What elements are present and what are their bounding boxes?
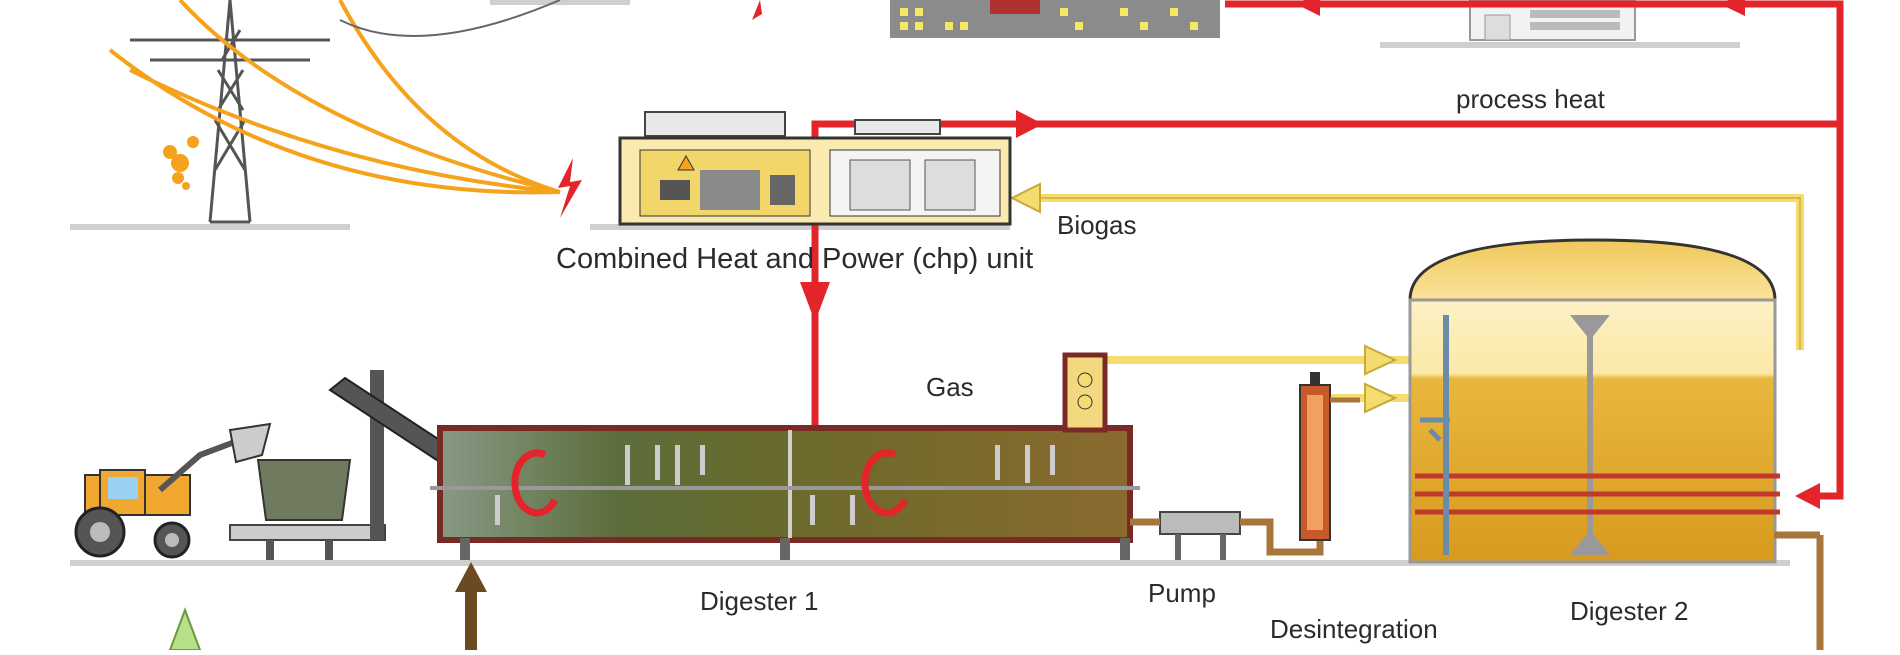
- digester-1: [430, 352, 1140, 560]
- digester-2: [1408, 238, 1824, 650]
- digester-2-label: Digester 2: [1570, 596, 1689, 626]
- heat-arrows: [800, 0, 1820, 509]
- gas-label: Gas: [926, 372, 974, 402]
- power-lines: [108, 0, 561, 195]
- ground-lines: [70, 0, 1790, 566]
- pump-label: Pump: [1148, 578, 1216, 608]
- tractor: [74, 422, 272, 559]
- process-heat-label: process heat: [1456, 84, 1605, 114]
- biogas-arrows: [1009, 182, 1398, 414]
- feed-hopper: [229, 459, 386, 560]
- substrate-feed: [168, 562, 487, 651]
- lightning-icon: [558, 158, 582, 218]
- chp-unit-label: Combined Heat and Power (chp) unit: [556, 243, 1034, 275]
- digester-1-label: Digester 1: [700, 586, 819, 616]
- power-pylon: [130, 0, 330, 224]
- lightning-icon-top: [752, 0, 762, 20]
- desintegration-label: Desintegration: [1270, 614, 1438, 644]
- biogas-label: Biogas: [1057, 210, 1137, 240]
- pump: [1130, 511, 1324, 560]
- chp-unit: [618, 111, 1012, 226]
- desintegration-unit: [1299, 372, 1360, 541]
- energy-spark-icon: [163, 136, 199, 190]
